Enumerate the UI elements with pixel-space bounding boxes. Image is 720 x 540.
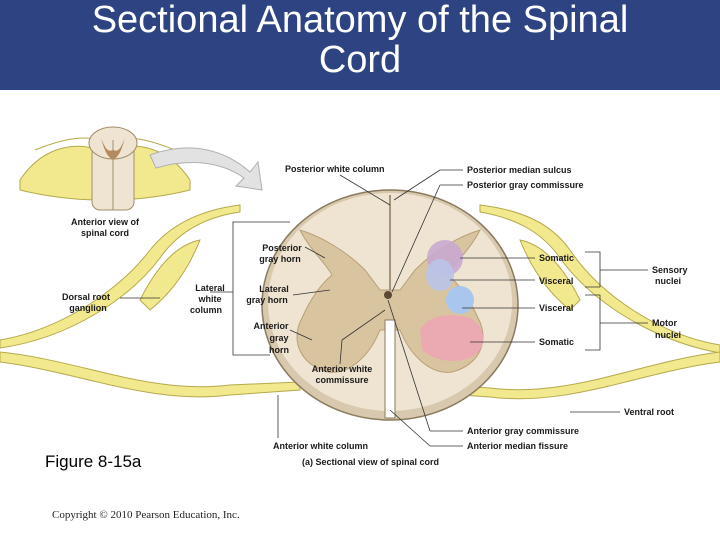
label-posterior-gray-commissure: Posterior gray commissure [467, 180, 584, 190]
spinal-cord-section [261, 189, 519, 421]
copyright-notice: Copyright © 2010 Pearson Education, Inc. [52, 509, 240, 521]
label-dorsal-root-ganglion-1: Dorsal root [62, 292, 110, 302]
label-anterior-gray-horn-2: gray [269, 333, 288, 343]
slide-title-line-1: Sectional Anatomy of the Spinal [91, 0, 629, 41]
left-nerve-roots [0, 204, 301, 398]
label-sensory-nuclei-1: Sensory [652, 265, 688, 275]
label-lateral-white-column-3: column [190, 305, 222, 315]
label-anterior-gray-horn-3: horn [269, 345, 289, 355]
label-dorsal-root-ganglion-2: ganglion [69, 303, 107, 313]
label-anterior-white-column: Anterior white column [273, 441, 368, 451]
slide-title-line-2: Cord [318, 39, 402, 81]
label-anterior-gray-commissure: Anterior gray commissure [467, 426, 579, 436]
figure-caption: Figure 8-15a [45, 452, 142, 471]
label-anterior-white-commissure-1: Anterior white [312, 364, 373, 374]
label-anterior-white-commissure-2: commissure [315, 375, 368, 385]
label-somatic-sensory: Somatic [539, 253, 574, 263]
label-motor-nuclei-1: Motor [652, 318, 677, 328]
label-anterior-gray-horn-1: Anterior [253, 321, 289, 331]
label-motor-nuclei-2: nuclei [655, 330, 681, 340]
label-lateral-gray-horn-2: gray horn [246, 295, 288, 305]
label-lateral-gray-horn-1: Lateral [259, 284, 289, 294]
label-posterior-gray-horn-2: gray horn [259, 254, 301, 264]
label-visceral-motor: Visceral [539, 303, 573, 313]
label-visceral-sensory: Visceral [539, 276, 573, 286]
label-lateral-white-column-1: Lateral [195, 283, 225, 293]
label-sensory-nuclei-2: nuclei [655, 276, 681, 286]
leader-lines [120, 169, 648, 447]
label-posterior-gray-horn-1: Posterior [262, 243, 302, 253]
label-posterior-white-column: Posterior white column [285, 164, 385, 174]
label-lateral-white-column-2: white [197, 294, 221, 304]
label-somatic-motor: Somatic [539, 337, 574, 347]
inset-anterior-view [19, 126, 191, 211]
inset-label-line-1: Anterior view of [71, 217, 140, 227]
slide-title: Sectional Anatomy of the Spinal Cord [0, 0, 720, 80]
title-bar [0, 0, 720, 90]
label-ventral-root: Ventral root [624, 407, 674, 417]
label-posterior-median-sulcus: Posterior median sulcus [467, 165, 572, 175]
label-anterior-median-fissure: Anterior median fissure [467, 441, 568, 451]
diagram-subtitle: (a) Sectional view of spinal cord [302, 457, 439, 467]
inset-arrow [149, 147, 263, 191]
inset-label-line-2: spinal cord [81, 228, 129, 238]
